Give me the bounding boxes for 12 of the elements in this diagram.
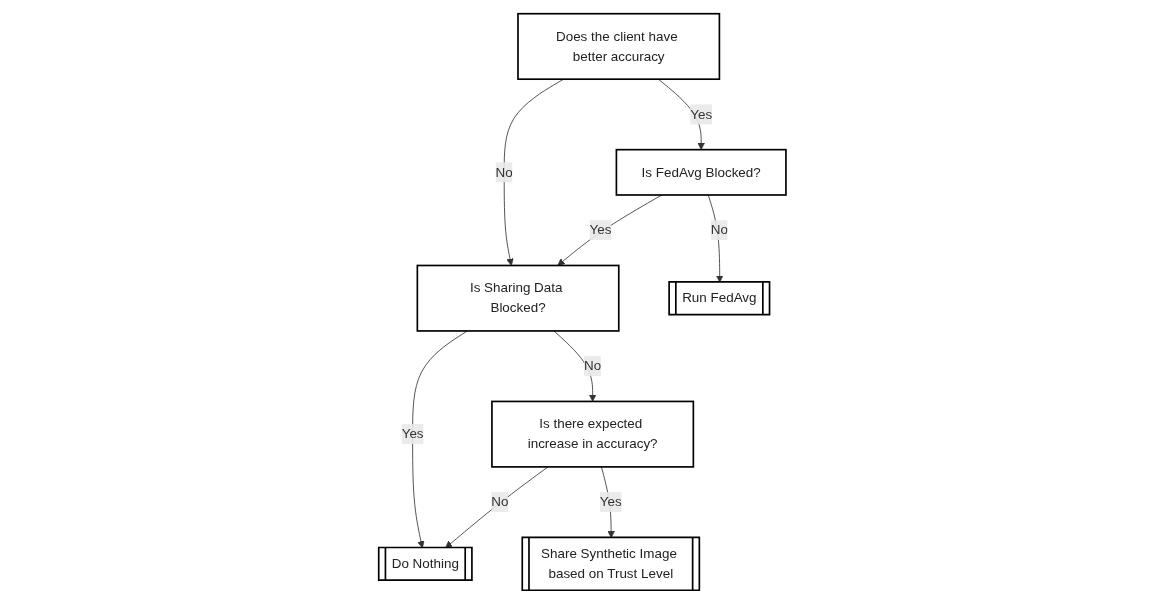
node-box: Is there expected increase in accuracy? — [490, 400, 694, 468]
edge-label: No — [495, 164, 513, 180]
edge-label: No — [490, 494, 509, 509]
edge-label: Yes — [599, 494, 622, 509]
edge-label: No — [583, 358, 601, 373]
edge-label: Yes — [401, 426, 424, 441]
edge-label: No — [710, 222, 728, 237]
node-box: Is FedAvg Blocked? — [615, 148, 787, 196]
node-box: Is Sharing Data Blocked? — [416, 264, 620, 332]
node-box: Does the client have better accuracy — [516, 12, 720, 80]
edge-label: Yes — [589, 222, 612, 237]
edge-label: Yes — [689, 106, 712, 122]
